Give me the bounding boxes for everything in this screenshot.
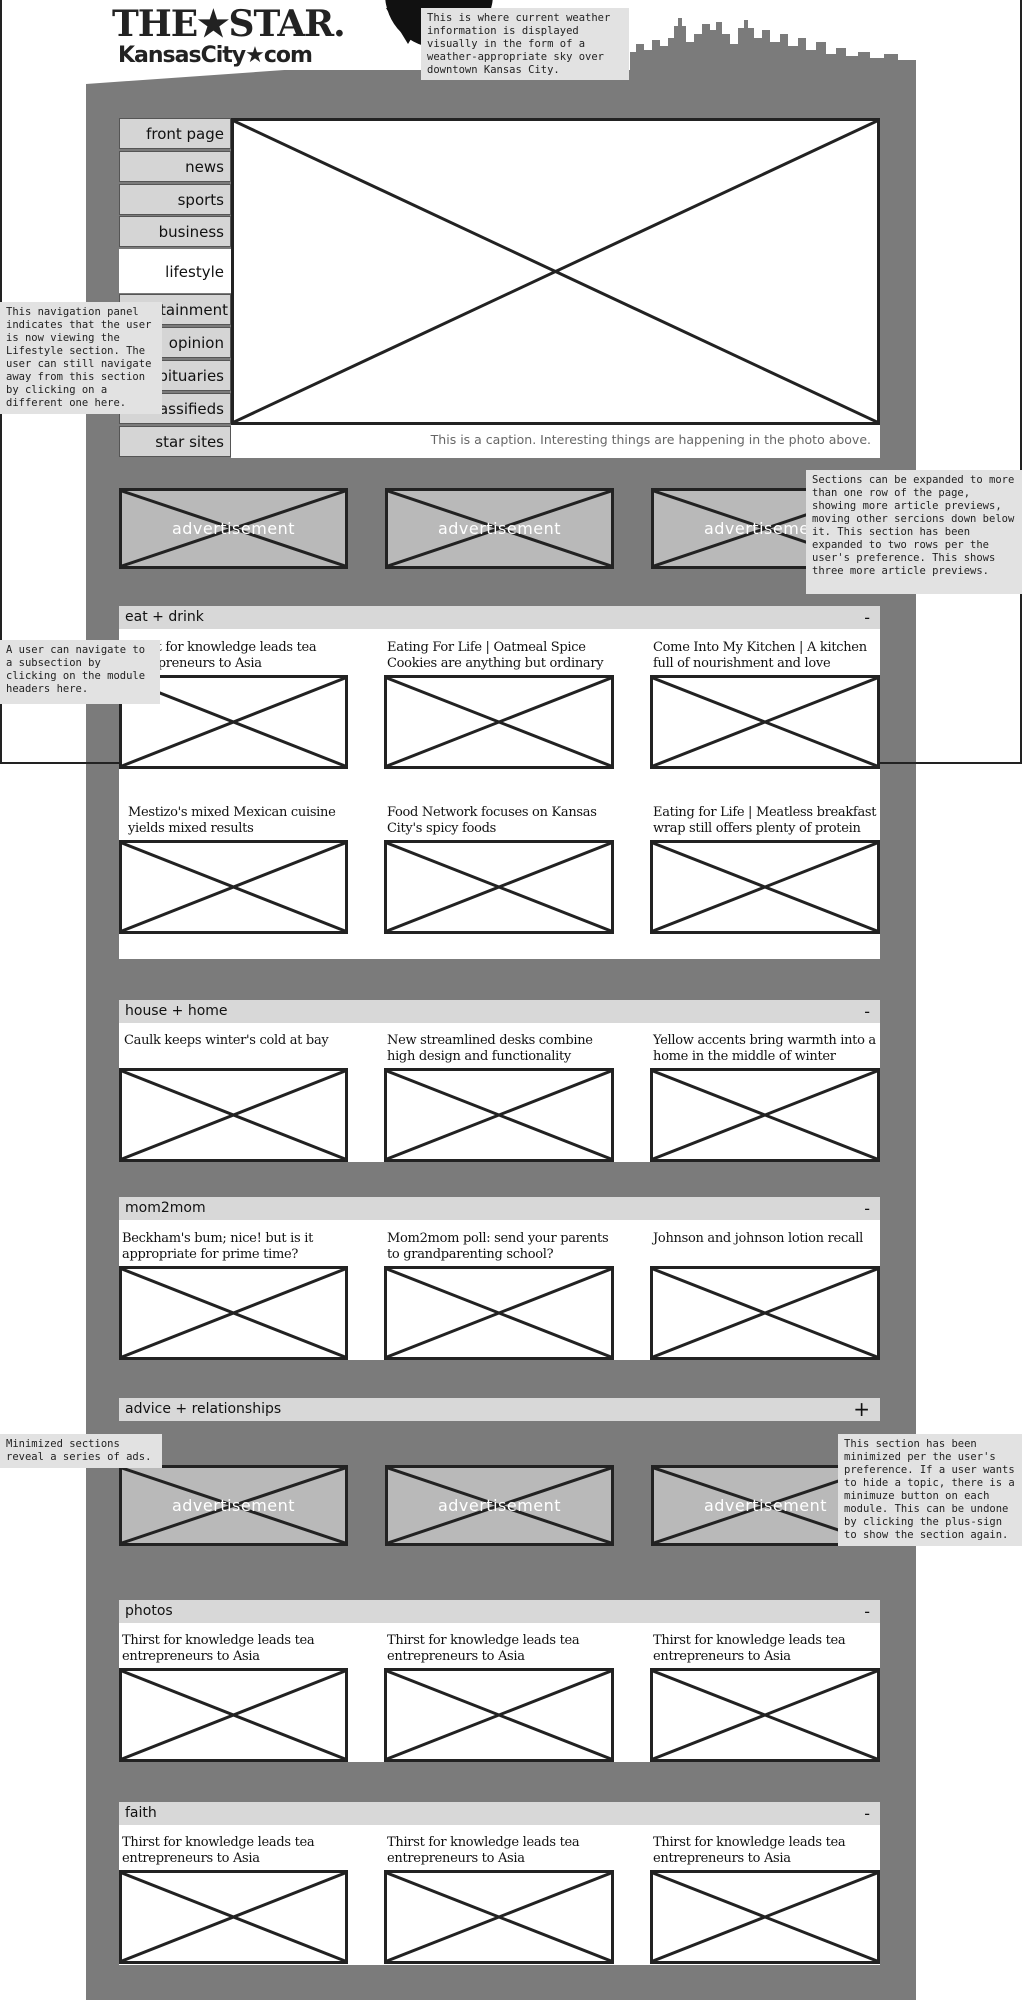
expand-button[interactable]: + (853, 1397, 870, 1421)
article-title[interactable]: Beckham's bum; nice! but is it appropria… (122, 1231, 314, 1262)
article-title[interactable]: Johnson and johnson lotion recall (653, 1231, 864, 1246)
hero-image-placeholder[interactable] (231, 118, 880, 425)
advertisement-label: advertisement (171, 518, 296, 538)
article-title[interactable]: Thirst for knowledge leads tea entrepren… (387, 1633, 580, 1664)
nav-item-business[interactable]: business (119, 216, 231, 247)
nav-item-news[interactable]: news (119, 151, 231, 182)
article-title[interactable]: Thirst for knowledge leads tea entrepren… (122, 1835, 315, 1866)
header-slant (86, 60, 426, 84)
nav-item-star-sites[interactable]: star sites (119, 426, 231, 457)
article-title[interactable]: Eating For Life | Oatmeal Spice Cookies … (387, 640, 604, 671)
logo-the-star: THE★STAR. (112, 3, 346, 45)
article-image-placeholder[interactable] (384, 1870, 614, 1964)
section-title: faith (125, 1805, 157, 1821)
article-image-placeholder[interactable] (650, 840, 880, 934)
minimize-button[interactable]: - (864, 1602, 870, 1621)
advertisement[interactable]: advertisement (385, 1465, 614, 1546)
section-header-photos[interactable]: photos - (119, 1600, 880, 1623)
subsection-annotation: A user can navigate to a subsection by c… (0, 640, 160, 704)
section-title: eat + drink (125, 609, 204, 625)
nav-item-lifestyle[interactable]: lifestyle (119, 249, 231, 293)
logo-kansascity: KansasCity★com (118, 43, 313, 68)
article-image-placeholder[interactable] (650, 1068, 880, 1162)
sections-expand-annotation: Sections can be expanded to more than on… (806, 470, 1022, 594)
article-image-placeholder[interactable] (119, 1266, 348, 1360)
article-title[interactable]: New streamlined desks combine high desig… (387, 1033, 593, 1064)
article-image-placeholder[interactable] (119, 1068, 348, 1162)
kansas-city-skyline-icon (630, 18, 916, 86)
article-title[interactable]: Yellow accents bring warmth into a home … (653, 1033, 876, 1064)
article-title[interactable]: Thirst for knowledge leads tea entrepren… (387, 1835, 580, 1866)
weather-annotation: This is where current weather informatio… (421, 8, 629, 80)
article-image-placeholder[interactable] (650, 1870, 880, 1964)
minimize-button[interactable]: - (864, 1804, 870, 1823)
navigation-annotation: This navigation panel indicates that the… (0, 302, 162, 414)
section-header-faith[interactable]: faith - (119, 1802, 880, 1825)
minimize-button[interactable]: - (864, 1002, 870, 1021)
article-title[interactable]: Thirst for knowledge leads tea entrepren… (653, 1633, 846, 1664)
nav-item-front-page[interactable]: front page (119, 118, 231, 149)
article-image-placeholder[interactable] (650, 1266, 880, 1360)
advertisement-label: advertisement (437, 1495, 562, 1515)
hero-caption: This is a caption. Interesting things ar… (430, 432, 871, 447)
article-image-placeholder[interactable] (384, 1668, 614, 1762)
article-image-placeholder[interactable] (650, 1668, 880, 1762)
article-title[interactable]: Thirst for knowledge leads tea entrepren… (122, 1633, 315, 1664)
section-title: advice + relationships (125, 1401, 282, 1417)
section-header-eat-drink[interactable]: eat + drink - (119, 606, 880, 629)
section-title: photos (125, 1603, 173, 1619)
site-logo[interactable]: THE★STAR. KansasCity★com (112, 4, 346, 70)
advertisement[interactable]: advertisement (385, 488, 614, 569)
article-image-placeholder[interactable] (384, 840, 614, 934)
section-header-house-home[interactable]: house + home - (119, 1000, 880, 1023)
minimized-ads-annotation: Minimized sections reveal a series of ad… (0, 1434, 162, 1468)
advertisement[interactable]: advertisement (119, 488, 348, 569)
article-image-placeholder[interactable] (384, 675, 614, 769)
nav-item-sports[interactable]: sports (119, 184, 231, 215)
article-title[interactable]: Come Into My Kitchen | A kitchen full of… (653, 640, 867, 671)
article-image-placeholder[interactable] (119, 840, 348, 934)
advertisement-label: advertisement (703, 1495, 828, 1515)
section-title: mom2mom (125, 1200, 206, 1216)
article-title[interactable]: Food Network focuses on Kansas City's sp… (387, 805, 597, 836)
section-header-mom2mom[interactable]: mom2mom - (119, 1197, 880, 1220)
article-image-placeholder[interactable] (384, 1068, 614, 1162)
minimize-button[interactable]: - (864, 1199, 870, 1218)
article-image-placeholder[interactable] (119, 1870, 348, 1964)
minimized-section-annotation: This section has been minimized per the … (838, 1434, 1022, 1546)
section-header-advice-relationships[interactable]: advice + relationships + (119, 1398, 880, 1421)
article-title[interactable]: Mom2mom poll: send your parents to grand… (387, 1231, 609, 1262)
section-title: house + home (125, 1003, 228, 1019)
article-image-placeholder[interactable] (650, 675, 880, 769)
article-image-placeholder[interactable] (384, 1266, 614, 1360)
minimize-button[interactable]: - (864, 608, 870, 627)
article-title[interactable]: Mestizo's mixed Mexican cuisine yields m… (128, 805, 336, 836)
article-image-placeholder[interactable] (119, 1668, 348, 1762)
advertisement-label: advertisement (703, 518, 828, 538)
article-title[interactable]: Thirst for knowledge leads tea entrepren… (653, 1835, 846, 1866)
article-title[interactable]: Eating for Life | Meatless breakfast wra… (653, 805, 877, 836)
advertisement-label: advertisement (437, 518, 562, 538)
advertisement-label: advertisement (171, 1495, 296, 1515)
advertisement[interactable]: advertisement (119, 1465, 348, 1546)
article-title[interactable]: Caulk keeps winter's cold at bay (124, 1033, 329, 1048)
